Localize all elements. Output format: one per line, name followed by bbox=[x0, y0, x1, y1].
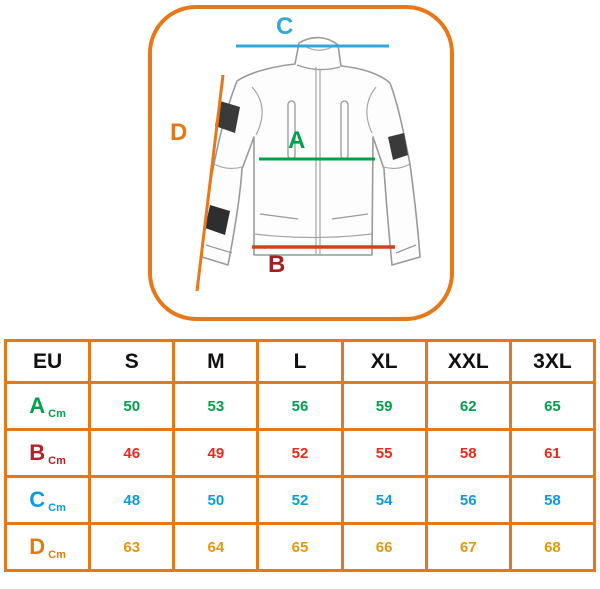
size-value: 55 bbox=[340, 428, 428, 478]
measurement-label-a: A bbox=[288, 127, 306, 154]
size-value: 58 bbox=[424, 428, 512, 478]
size-value: 50 bbox=[172, 475, 260, 525]
measurement-label-d: D bbox=[170, 119, 188, 146]
column-header-l: L bbox=[256, 339, 344, 384]
size-value: 50 bbox=[88, 381, 176, 431]
size-value: 49 bbox=[172, 428, 260, 478]
column-header-3xl: 3XL bbox=[508, 339, 597, 384]
size-value: 58 bbox=[508, 475, 597, 525]
size-value: 52 bbox=[256, 428, 344, 478]
column-header-m: M bbox=[172, 339, 260, 384]
size-value: 65 bbox=[256, 522, 344, 572]
row-unit: Cm bbox=[48, 502, 66, 514]
jacket-measurement-diagram: C D A B bbox=[148, 5, 454, 321]
size-value: 64 bbox=[172, 522, 260, 572]
size-value: 56 bbox=[424, 475, 512, 525]
row-unit: Cm bbox=[48, 549, 66, 561]
size-value: 61 bbox=[508, 428, 597, 478]
size-value: 56 bbox=[256, 381, 344, 431]
size-value: 65 bbox=[508, 381, 597, 431]
measurement-line-d bbox=[195, 74, 225, 292]
size-value: 46 bbox=[88, 428, 176, 478]
row-label: D bbox=[29, 534, 46, 559]
row-label: C bbox=[29, 487, 46, 512]
size-value: 48 bbox=[88, 475, 176, 525]
measurement-label-b: B bbox=[268, 251, 286, 278]
size-value: 52 bbox=[256, 475, 344, 525]
size-value: 63 bbox=[88, 522, 176, 572]
size-value: 59 bbox=[340, 381, 428, 431]
jacket-drawing bbox=[195, 36, 421, 292]
row-unit: Cm bbox=[48, 408, 66, 420]
column-header-xl: XL bbox=[340, 339, 428, 384]
column-header-eu: EU bbox=[3, 339, 92, 384]
column-header-s: S bbox=[88, 339, 176, 384]
row-unit: Cm bbox=[48, 455, 66, 467]
size-table-header-row: EU S M L XL XXL 3XL bbox=[3, 339, 597, 384]
size-value: 68 bbox=[508, 522, 597, 572]
size-value: 53 bbox=[172, 381, 260, 431]
size-value: 54 bbox=[340, 475, 428, 525]
size-value: 67 bbox=[424, 522, 512, 572]
column-header-xxl: XXL bbox=[424, 339, 512, 384]
measurement-label-c: C bbox=[276, 13, 294, 40]
row-label: B bbox=[29, 440, 46, 465]
size-value: 66 bbox=[340, 522, 428, 572]
row-label: A bbox=[29, 393, 46, 418]
size-value: 62 bbox=[424, 381, 512, 431]
